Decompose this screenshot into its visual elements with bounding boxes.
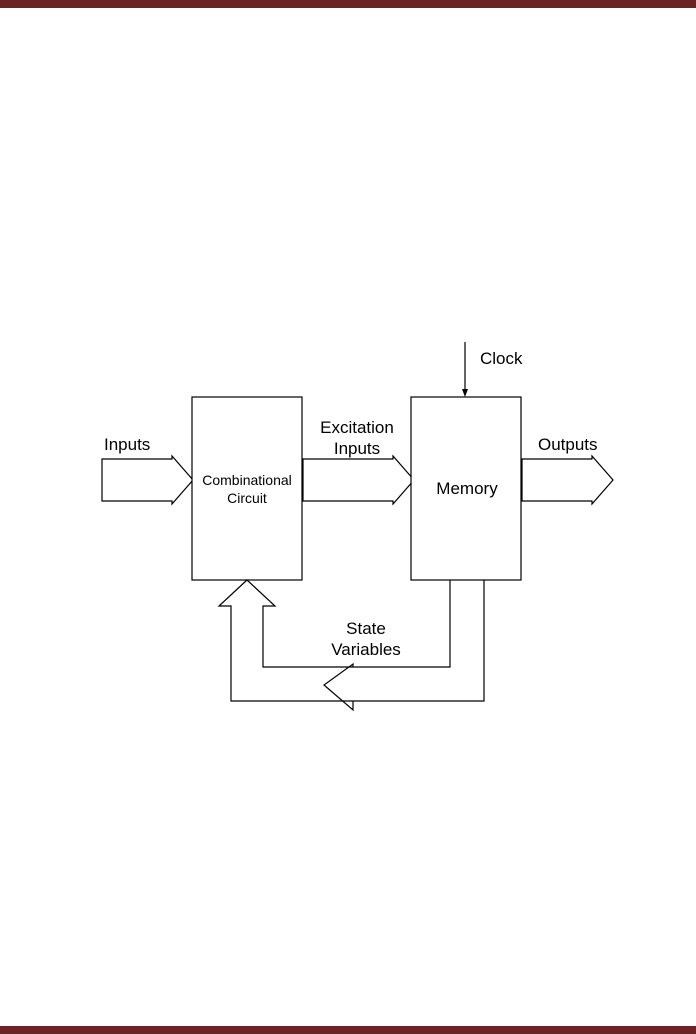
excitation-label-line2: Inputs [334, 439, 380, 458]
top-border-bar [0, 0, 696, 8]
combinational-circuit-block [191, 396, 303, 581]
clock-label: Clock [480, 349, 523, 368]
inputs-label: Inputs [104, 435, 150, 454]
state-variables-label-line1: State [346, 619, 386, 638]
inputs-arrow [101, 454, 194, 506]
state-variables-feedback-outline [217, 579, 485, 712]
state-variables-label-line2: Variables [331, 640, 401, 659]
memory-label: Memory [436, 479, 498, 498]
combinational-label-line1: Combinational [202, 472, 292, 488]
clock-arrowhead [462, 389, 468, 397]
outputs-arrow [521, 454, 614, 506]
excitation-inputs-arrow [302, 454, 415, 506]
memory-block [410, 396, 522, 581]
combinational-label-line2: Circuit [227, 490, 267, 506]
bottom-border-bar [0, 1026, 696, 1034]
outputs-label: Outputs [538, 435, 598, 454]
excitation-label-line1: Excitation [320, 418, 394, 437]
